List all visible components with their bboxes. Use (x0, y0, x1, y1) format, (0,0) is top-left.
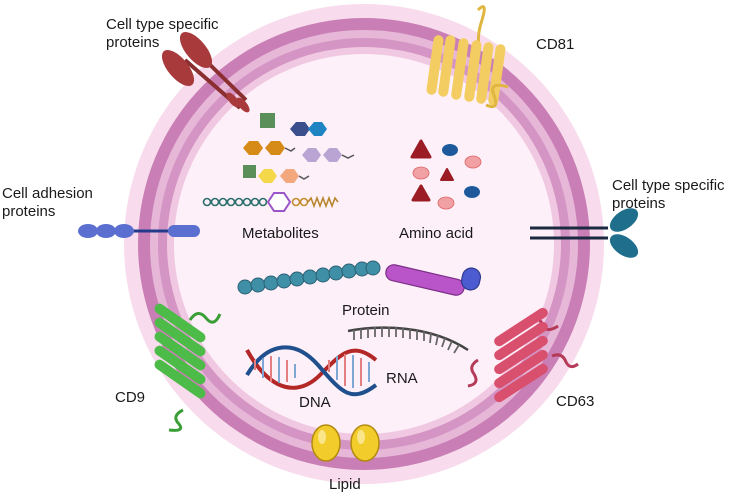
label-line: Cell type specific (612, 177, 725, 194)
cell-type-specific-protein-right (530, 208, 639, 258)
label-line: proteins (106, 34, 160, 51)
cell-adhesion-protein (78, 224, 200, 238)
amino-acid-cluster (410, 139, 482, 210)
cell-adhesion-proteins-label: Cell adhesion proteins (2, 185, 93, 221)
amino-acid-label: Amino acid (399, 225, 474, 242)
metabolites-label: Metabolites (242, 225, 319, 242)
rna-strand (347, 326, 469, 354)
protein-illustration (237, 260, 482, 296)
cell-type-specific-proteins-top-label: Cell type specific proteins (106, 16, 219, 52)
cd81-label: CD81 (536, 36, 575, 53)
label-line: proteins (2, 203, 56, 220)
lipid-label: Lipid (329, 476, 361, 493)
cd9-label: CD9 (115, 389, 146, 406)
exosome-membrane (124, 4, 604, 484)
label-line: Cell type specific (106, 16, 219, 33)
cell-type-specific-proteins-right-label: Cell type specific proteins (612, 177, 725, 213)
lipid-molecules (311, 424, 380, 462)
dna-double-helix (245, 345, 378, 397)
rna-label: RNA (386, 370, 418, 387)
cd9-tetraspanin (154, 303, 222, 432)
dna-label: DNA (299, 394, 331, 411)
label-line: Cell adhesion (2, 185, 93, 202)
cd63-tetraspanin (467, 307, 579, 403)
cd63-label: CD63 (556, 393, 595, 410)
metabolites-cluster (202, 113, 355, 212)
cell-type-specific-protein-top (161, 31, 250, 113)
protein-label: Protein (342, 302, 390, 319)
cd81-tetraspanin (426, 5, 509, 109)
label-line: proteins (612, 195, 666, 212)
